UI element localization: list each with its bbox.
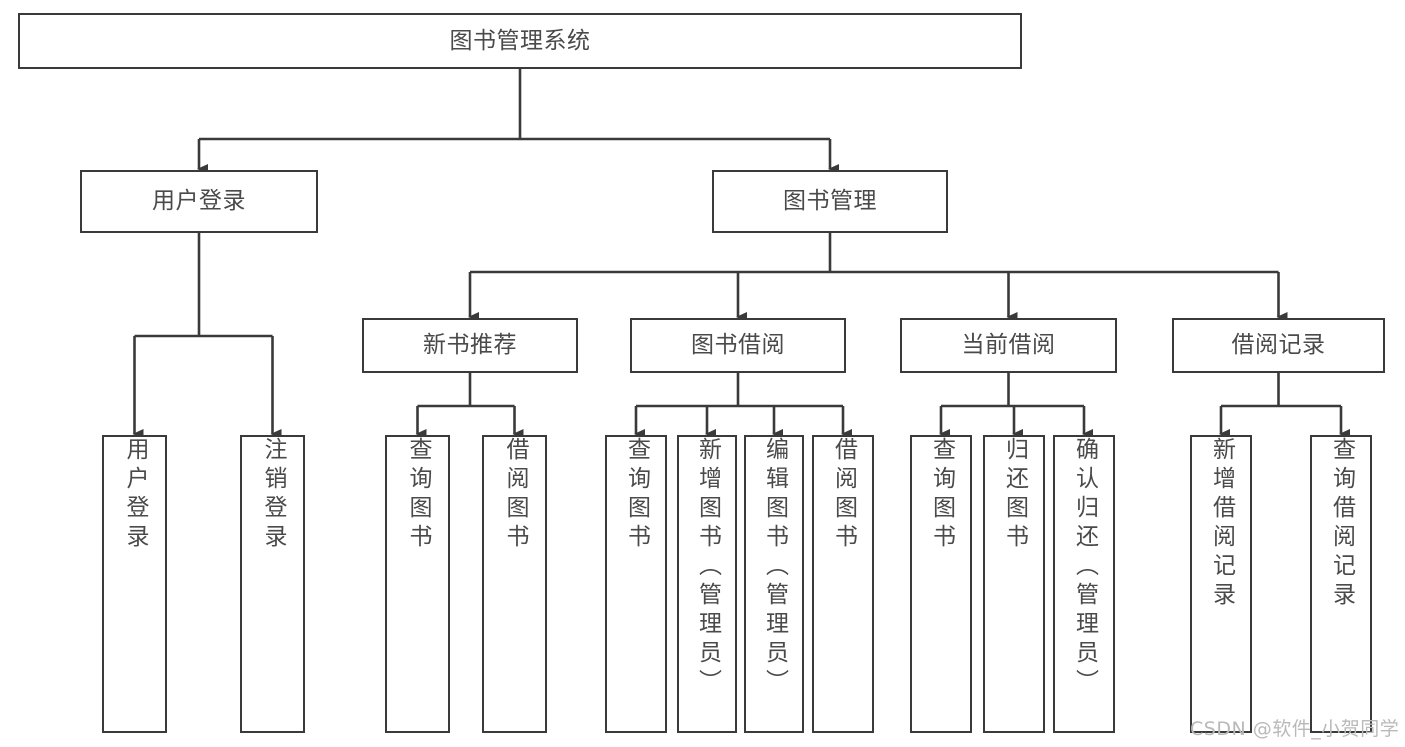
node-leaf-user-login[interactable]: 用户登录 [102, 435, 167, 733]
node-leaf-query-borrow-record[interactable]: 查询借阅记录 [1310, 435, 1372, 733]
node-leaf-add-book-admin-label: 新增图书（管理员） [694, 437, 721, 698]
node-new-book-recommend-label: 新书推荐 [423, 332, 517, 359]
node-leaf-query-book-rec[interactable]: 查询图书 [385, 435, 450, 733]
node-book-borrow-label: 图书借阅 [691, 332, 785, 359]
node-leaf-query-borrow-record-label: 查询借阅记录 [1328, 437, 1355, 611]
node-book-borrow[interactable]: 图书借阅 [630, 318, 846, 373]
node-book-manage-label: 图书管理 [783, 188, 877, 215]
node-new-book-recommend[interactable]: 新书推荐 [362, 318, 578, 373]
node-leaf-borrow-book-rec[interactable]: 借阅图书 [482, 435, 547, 733]
node-leaf-edit-book-admin-label: 编辑图书（管理员） [761, 437, 788, 698]
node-current-borrow-label: 当前借阅 [961, 332, 1056, 359]
node-leaf-query-book-current[interactable]: 查询图书 [910, 435, 972, 733]
node-leaf-borrow-book-rec-label: 借阅图书 [502, 437, 528, 553]
node-leaf-return-book-label: 归还图书 [1001, 437, 1028, 553]
node-root[interactable]: 图书管理系统 [18, 13, 1022, 69]
node-leaf-borrow-book[interactable]: 借阅图书 [812, 435, 874, 733]
node-leaf-query-book-rec-label: 查询图书 [405, 437, 431, 553]
node-leaf-return-book[interactable]: 归还图书 [983, 435, 1045, 733]
node-borrow-record[interactable]: 借阅记录 [1172, 318, 1385, 373]
csdn-watermark: CSDN @软件_小贺同学 [1190, 718, 1400, 740]
node-leaf-add-book-admin[interactable]: 新增图书（管理员） [677, 435, 737, 733]
node-user-login[interactable]: 用户登录 [80, 170, 318, 233]
node-leaf-confirm-return-admin-label: 确认归还（管理员） [1071, 437, 1098, 698]
node-leaf-query-book-borrow-label: 查询图书 [623, 437, 650, 553]
node-leaf-add-borrow-record[interactable]: 新增借阅记录 [1190, 435, 1252, 733]
node-leaf-user-login-label: 用户登录 [122, 437, 148, 553]
node-leaf-confirm-return-admin[interactable]: 确认归还（管理员） [1053, 435, 1115, 733]
node-leaf-logout-login-label: 注销登录 [260, 437, 286, 553]
node-leaf-query-book-borrow[interactable]: 查询图书 [605, 435, 667, 733]
node-leaf-query-book-current-label: 查询图书 [928, 437, 955, 553]
node-leaf-edit-book-admin[interactable]: 编辑图书（管理员） [744, 435, 804, 733]
node-leaf-borrow-book-label: 借阅图书 [830, 437, 857, 553]
node-book-manage[interactable]: 图书管理 [712, 170, 948, 233]
node-user-login-label: 用户登录 [152, 188, 246, 215]
node-current-borrow[interactable]: 当前借阅 [900, 318, 1117, 373]
node-leaf-logout-login[interactable]: 注销登录 [240, 435, 305, 733]
node-borrow-record-label: 借阅记录 [1231, 332, 1326, 359]
node-leaf-add-borrow-record-label: 新增借阅记录 [1208, 437, 1235, 611]
node-root-label: 图书管理系统 [449, 27, 591, 54]
